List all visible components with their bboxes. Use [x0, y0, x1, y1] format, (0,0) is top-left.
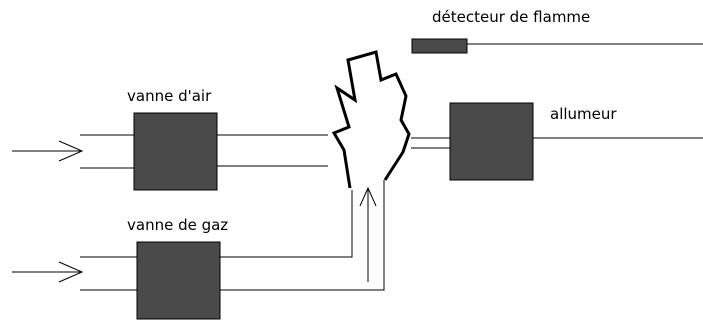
- flame-shape: [331, 50, 411, 189]
- air-valve-body: [133, 112, 218, 191]
- gas-flow-arrow: [359, 186, 377, 282]
- gas-valve: [12, 180, 385, 320]
- air-inlet-arrow: [12, 140, 84, 162]
- flame-detector-body: [411, 38, 468, 54]
- igniter-label: allumeur: [550, 105, 617, 123]
- gas-inlet-arrow: [12, 261, 84, 283]
- gas-outlet-pipe-left: [220, 190, 353, 258]
- gas-outlet-pipe-right: [220, 180, 385, 291]
- air-valve-label: vanne d'air: [127, 87, 212, 105]
- gas-valve-body: [136, 241, 221, 320]
- air-valve: [12, 112, 328, 191]
- flame-detector: [411, 38, 703, 54]
- igniter: [411, 102, 703, 181]
- gas-valve-label: vanne de gaz: [127, 216, 229, 234]
- igniter-body: [449, 102, 534, 181]
- flame-detector-label: détecteur de flamme: [432, 8, 591, 26]
